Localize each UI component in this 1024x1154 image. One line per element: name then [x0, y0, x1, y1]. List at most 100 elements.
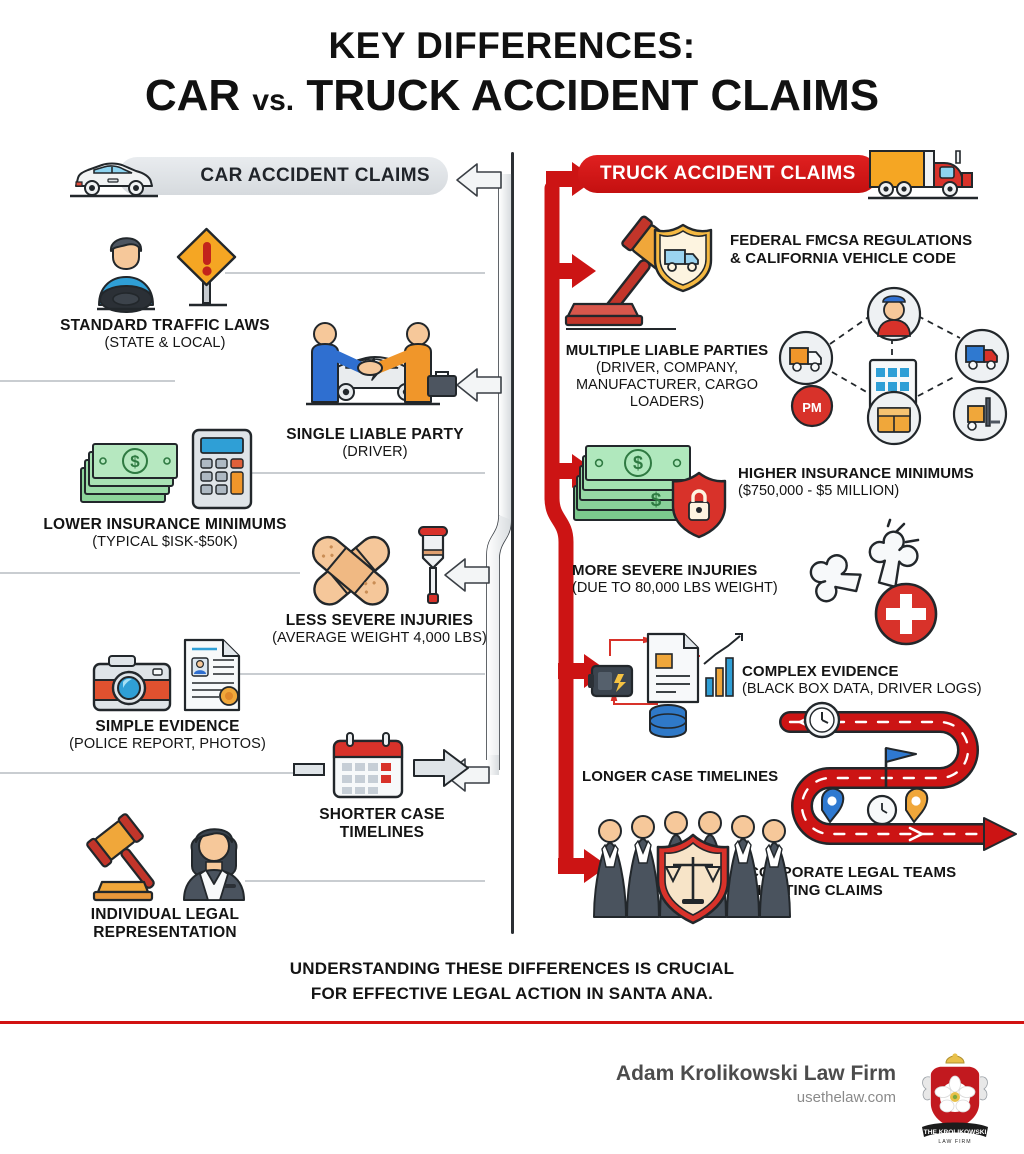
item-more-severe-injuries: MORE SEVERE INJURIES (DUE TO 80,000 LBS … [572, 562, 862, 597]
two-people-handshake-icon [306, 322, 457, 406]
title-line-2: CAR vs. TRUCK ACCIDENT CLAIMS [0, 71, 1024, 122]
item-label: MORE SEVERE INJURIES [572, 562, 758, 579]
item-label: MULTIPLE LIABLE PARTIES [565, 342, 769, 359]
svg-text:$: $ [130, 452, 140, 471]
item-longer-case-timelines: LONGER CASE TIMELINES [582, 768, 822, 786]
item-multiple-liable-parties: MULTIPLE LIABLE PARTIES (DRIVER, COMPANY… [552, 342, 782, 411]
connector-line-7 [245, 880, 485, 882]
right-arrow-regulations [546, 254, 596, 288]
shield-lock-icon [671, 471, 727, 539]
banner-car-accident-claims[interactable]: CAR ACCIDENT CLAIMS [118, 157, 448, 195]
footer-divider-rule [0, 1021, 1024, 1024]
right-arrow-legal-teams [558, 849, 608, 883]
winding-road-icon [779, 701, 1017, 851]
item-icons [265, 318, 485, 418]
crutch-icon [417, 526, 448, 604]
connector-line-1 [225, 272, 485, 274]
item-sublabel: (DRIVER, COMPANY, MANUFACTURER, CARGO LO… [575, 359, 759, 410]
svg-text:$: $ [651, 490, 662, 511]
black-box-icon [588, 632, 743, 738]
item-shorter-case-timelines: SHORTER CASE TIMELINES [282, 730, 482, 843]
svg-text:$: $ [633, 453, 643, 473]
item-sublabel: (DRIVER) [342, 444, 408, 461]
map-pin-icon-2 [905, 787, 929, 823]
item-label: SINGLE LIABLE PARTY [286, 426, 464, 443]
item-sublabel: (TYPICAL $ISK-$50K) [92, 534, 238, 551]
crest-flower [934, 1075, 976, 1113]
item-icons [30, 225, 300, 313]
item-icons [25, 638, 310, 714]
item-lower-insurance-minimums: $ LOWER INSURANCE MINIMUMS (TYPICAL $ISK… [15, 428, 315, 551]
item-sublabel: & CALIFORNIA VEHICLE CODE [730, 249, 957, 267]
cash-stack-icon: $ [80, 443, 178, 503]
item-icons [35, 813, 295, 902]
item-label: SHORTER CASE [319, 806, 445, 823]
item-complex-evidence: COMPLEX EVIDENCE (BLACK BOX DATA, DRIVER… [742, 663, 1022, 698]
item-sublabel: (DUE TO 80,000 LBS WEIGHT) [572, 579, 778, 596]
connector-line-3 [230, 472, 485, 474]
item-icons [262, 526, 497, 608]
connector-line-5 [230, 673, 485, 675]
svg-text:PM: PM [802, 400, 822, 415]
right-arrow-spine [544, 180, 574, 866]
title-vs: vs. [252, 83, 295, 117]
medical-cross-icon [874, 582, 938, 646]
brand-url[interactable]: usethelaw.com [796, 1089, 896, 1106]
banner-truck-accident-claims[interactable]: TRUCK ACCIDENT CLAIMS [578, 155, 878, 193]
banner-car-label: CAR ACCIDENT CLAIMS [200, 165, 430, 186]
calculator-icon [191, 428, 253, 510]
item-label: INDIVIDUAL LEGAL [90, 906, 240, 923]
crest-top-text: THE KROLIKOWSKI [924, 1129, 987, 1136]
item-sublabel: (POLICE REPORT, PHOTOS) [69, 736, 266, 753]
item-less-severe-injuries: LESS SEVERE INJURIES (AVERAGE WEIGHT 4,0… [262, 526, 497, 647]
item-sublabel: (STATE & LOCAL) [104, 335, 226, 352]
page-title: KEY DIFFERENCES: CAR vs. TRUCK ACCIDENT … [0, 25, 1024, 122]
footer-note-line-1: UNDERSTANDING THESE DIFFERENCES IS CRUCI… [289, 959, 735, 978]
cash-stack-icon: $ $ [573, 445, 691, 521]
item-label: LESS SEVERE INJURIES [285, 612, 474, 629]
item-standard-traffic-laws: STANDARD TRAFFIC LAWS (STATE & LOCAL) [30, 225, 300, 352]
database-icon [649, 704, 687, 738]
item-label: HIGHER INSURANCE MINIMUMS [738, 465, 974, 482]
item-higher-insurance-minimums: HIGHER INSURANCE MINIMUMS ($750,000 - $5… [738, 465, 1008, 500]
police-report-icon [183, 638, 240, 712]
broken-bone-icon [809, 518, 920, 603]
item-label: FEDERAL FMCSA REGULATIONS [730, 232, 973, 249]
network-nodes-icon: PM [778, 286, 1010, 446]
semi-truck-icon [868, 150, 978, 200]
short-arrow-icon [293, 763, 325, 776]
connector-line-2 [0, 380, 175, 382]
item-label: STANDARD TRAFFIC LAWS [60, 317, 270, 334]
warning-sign-icon [176, 227, 237, 307]
item-label: SIMPLE EVIDENCE [95, 718, 240, 735]
calendar-icon [332, 732, 404, 799]
footer-note: UNDERSTANDING THESE DIFFERENCES IS CRUCI… [0, 957, 1024, 1006]
right-arrow-gray-icon [413, 749, 469, 787]
item-sublabel: ($750,000 - $5 MILLION) [738, 482, 900, 499]
item-sublabel: REPRESENTATION [93, 924, 237, 942]
left-arrow-injuries [444, 558, 490, 592]
brand-name: Adam Krolikowski Law Firm [615, 1062, 896, 1085]
item-sublabel: (BLACK BOX DATA, DRIVER LOGS) [742, 680, 982, 697]
item-sublabel: (AVERAGE WEIGHT 4,000 LBS) [272, 630, 487, 647]
title-car: CAR [144, 70, 253, 120]
brand-block: Adam Krolikowski Law Firm usethelaw.com [616, 1062, 896, 1106]
gavel-icon [86, 813, 155, 902]
firm-crest-logo: THE KROLIKOWSKI LAW FIRM [922, 1053, 988, 1145]
title-truck: TRUCK ACCIDENT CLAIMS [294, 70, 880, 120]
car-icon [70, 162, 158, 198]
center-divider [511, 152, 514, 934]
item-label: LONGER CASE TIMELINES [582, 768, 779, 785]
legal-team-group-icon [593, 811, 791, 925]
item-label: LOWER INSURANCE MINIMUMS [43, 516, 287, 533]
item-label: COMPLEX EVIDENCE [742, 663, 899, 680]
item-label: CORPORATE LEGAL TEAMS [748, 864, 957, 881]
title-line-1: KEY DIFFERENCES: [328, 25, 696, 66]
crest-bottom-text: LAW FIRM [938, 1139, 971, 1145]
camera-icon [92, 655, 171, 712]
item-simple-evidence: SIMPLE EVIDENCE (POLICE REPORT, PHOTOS) [25, 638, 310, 753]
flag-icon [884, 747, 917, 788]
item-icons [282, 730, 482, 802]
bandage-icon [311, 535, 390, 606]
